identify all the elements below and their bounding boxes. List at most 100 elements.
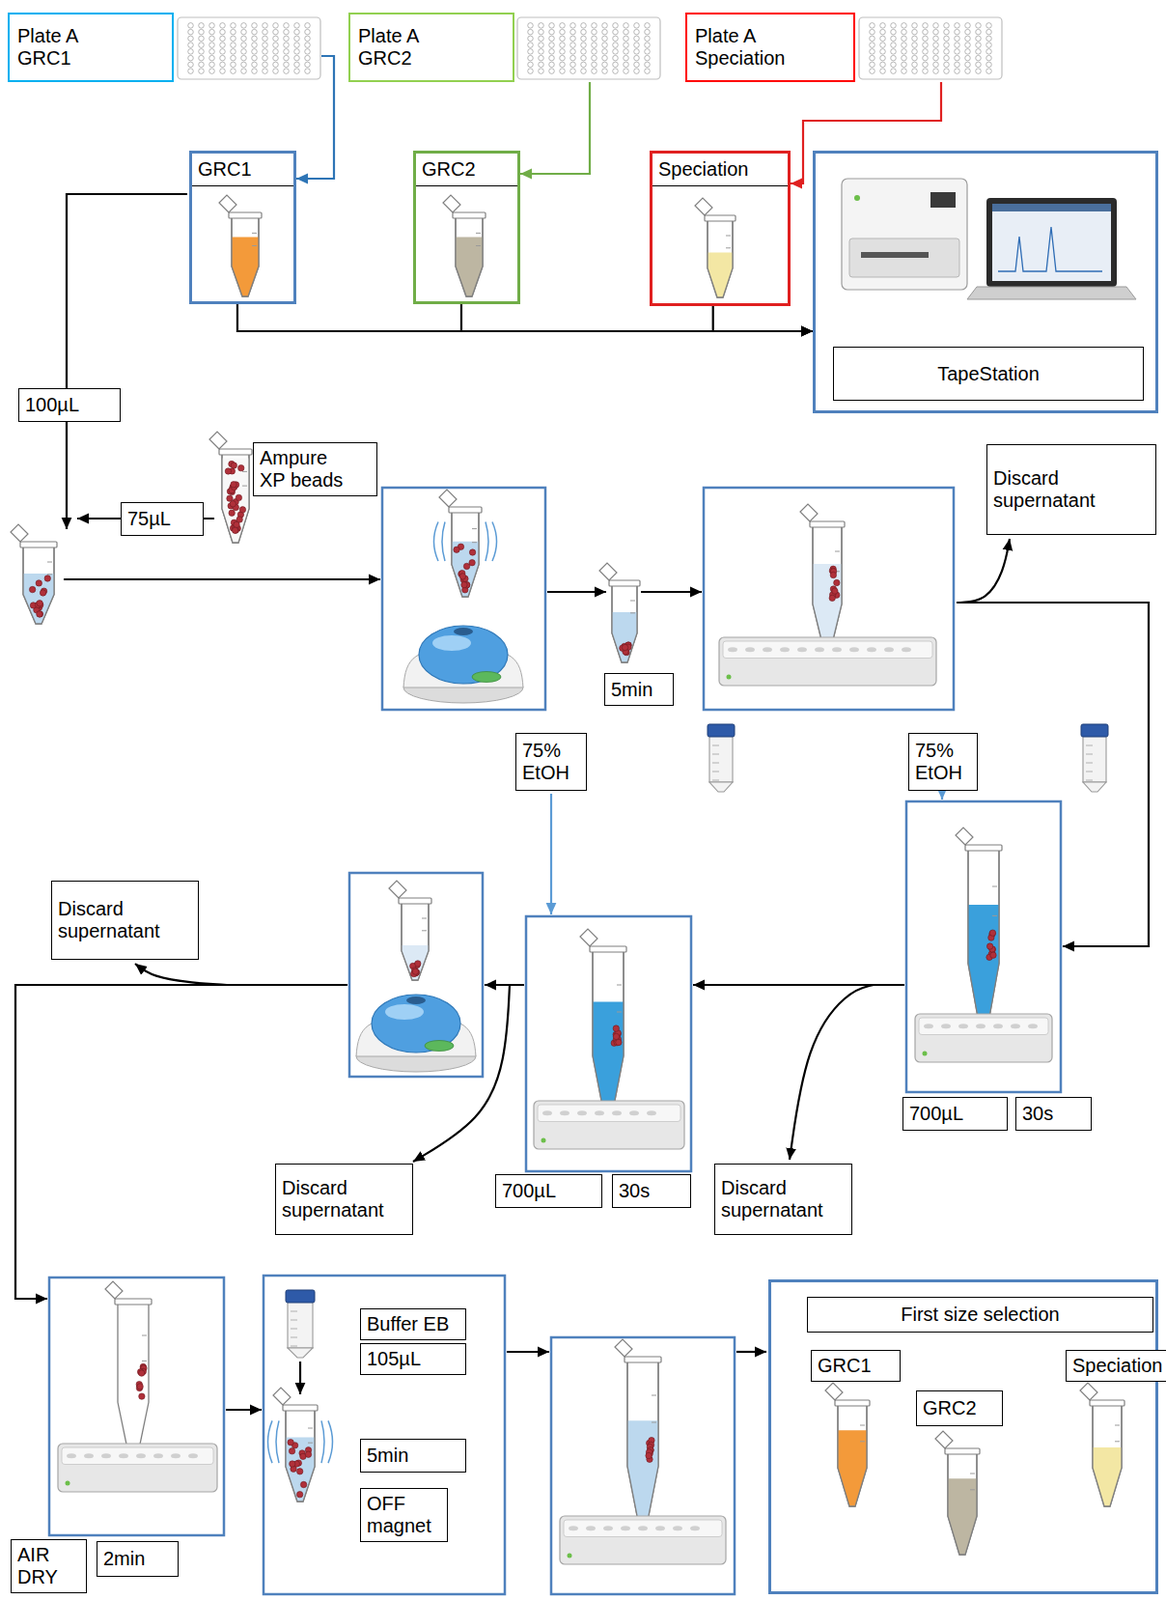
plate-well <box>220 35 226 42</box>
centrifuge-dome <box>371 994 461 1053</box>
rack-hole <box>638 1525 648 1530</box>
rack-light <box>922 1051 928 1056</box>
falcon-tip <box>709 781 733 792</box>
plate-well <box>273 61 279 68</box>
rack-hole <box>153 1452 164 1458</box>
rack-body <box>533 1100 685 1149</box>
plate-well <box>230 28 237 35</box>
motion-arc <box>276 1419 279 1463</box>
bead <box>236 516 243 523</box>
plate-well <box>283 42 290 49</box>
bead <box>296 1490 303 1497</box>
rack-hole <box>993 1023 1003 1028</box>
plate-well <box>273 35 279 42</box>
bead <box>28 585 35 592</box>
tube-lid <box>825 1382 843 1400</box>
plate-well <box>975 23 982 29</box>
plate-well <box>869 68 876 75</box>
tube-lid <box>935 1430 953 1448</box>
plate-well <box>570 49 577 56</box>
plate-well <box>912 23 918 29</box>
bead <box>36 610 43 617</box>
falcon-mark <box>1085 753 1093 755</box>
rack-hole <box>727 646 738 652</box>
label-text: Buffer EB <box>366 1312 449 1335</box>
rack-hole <box>620 1525 631 1530</box>
rack-hole <box>923 1023 934 1028</box>
rack-hole <box>975 1023 986 1028</box>
plate-well <box>273 23 279 29</box>
flow-connector <box>296 55 334 179</box>
tube-outline <box>812 526 842 652</box>
well-plate <box>517 17 661 80</box>
bead <box>287 1439 294 1445</box>
tube-outline <box>455 217 483 297</box>
plate-well <box>869 23 876 29</box>
plate-well <box>188 61 195 68</box>
tube-rim <box>704 215 736 222</box>
vortex-mixer-dome <box>418 625 508 684</box>
plate-well <box>241 49 248 56</box>
magnet-rack <box>559 1515 726 1564</box>
plate-well <box>527 35 534 42</box>
rack-hole <box>655 1525 666 1530</box>
tube-outline <box>401 902 429 980</box>
plate-well <box>623 61 630 68</box>
falcon-mark <box>290 1328 298 1330</box>
plate-well <box>559 68 566 75</box>
flow-arrow <box>941 793 944 800</box>
tube-icon <box>599 562 640 663</box>
plate-well <box>262 61 269 68</box>
falcon-mark <box>1085 745 1093 747</box>
plate-well <box>612 49 619 56</box>
plate-well <box>220 68 226 75</box>
plate-well <box>901 49 908 56</box>
rack-hole <box>136 1452 146 1458</box>
plate-well <box>975 61 982 68</box>
plate-well <box>305 23 311 29</box>
flow-connector <box>237 304 813 332</box>
plate-well <box>188 68 195 75</box>
volume-label: 75µL <box>120 501 204 536</box>
magnet-rack <box>533 1100 685 1149</box>
plate-well <box>933 35 940 42</box>
plate-well <box>209 28 216 35</box>
plate-well <box>890 28 897 35</box>
tube-mark <box>475 245 481 247</box>
plate-well <box>262 23 269 29</box>
instrument-panel: TapeStation <box>812 150 1159 414</box>
plate-well <box>634 61 640 68</box>
panel-header: GRC1 <box>192 153 294 187</box>
bead <box>239 506 246 513</box>
bead <box>833 579 840 585</box>
plate-well <box>209 68 216 75</box>
plate-well <box>869 49 876 56</box>
tube-rim <box>219 448 252 455</box>
flow-arrow <box>413 984 510 1162</box>
plate-well <box>912 42 918 49</box>
step-panel <box>526 916 692 1171</box>
reagent-label: Ampure XP beads <box>252 442 378 497</box>
bead <box>231 527 238 533</box>
tube-rim <box>944 1447 980 1454</box>
plate-well <box>880 42 887 49</box>
plate-well <box>251 35 258 42</box>
plate-well <box>538 55 545 61</box>
tube-icon <box>580 928 627 1120</box>
plate-well <box>901 42 908 49</box>
plate-label: Plate A Speciation <box>685 12 1005 83</box>
tube-lid <box>443 194 461 213</box>
tube-mark <box>616 1011 622 1013</box>
label-text: 75µL <box>127 507 171 530</box>
vortex-mixer-pad <box>471 671 501 683</box>
plate-well <box>549 55 556 61</box>
plate-well <box>912 28 918 35</box>
plate-well <box>634 49 640 56</box>
plate-well <box>869 35 876 42</box>
tube-outline <box>611 584 638 663</box>
plate-well <box>230 42 237 49</box>
tube-mark <box>242 471 248 472</box>
result-panel: First size selectionGRC1GRC2Speciation <box>768 1278 1159 1594</box>
tube-icon <box>273 1387 318 1501</box>
bead <box>235 494 242 500</box>
